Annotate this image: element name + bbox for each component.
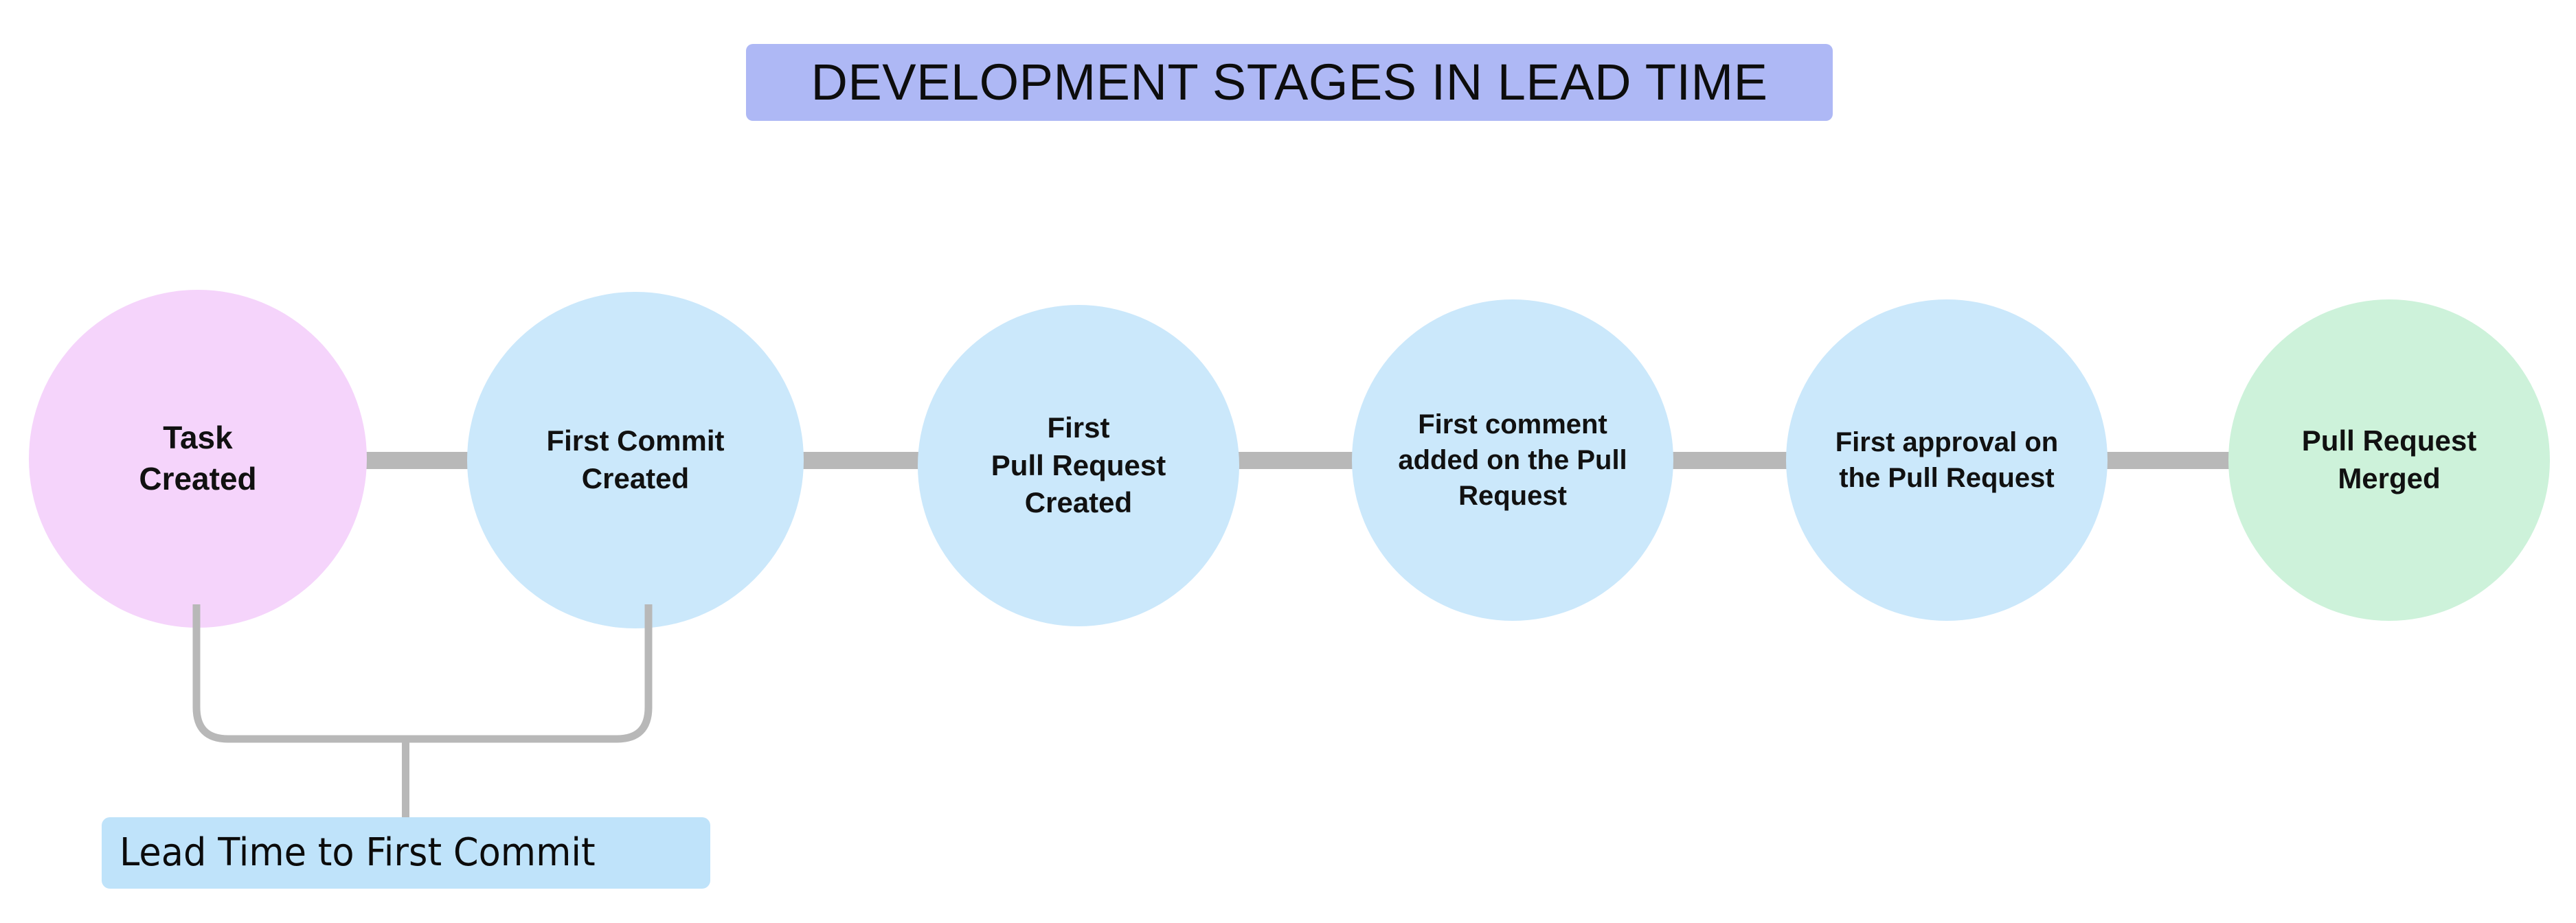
lead-time-label-box: Lead Time to First Commit [102,817,710,889]
stage-connector [1672,452,1787,469]
stage-node-label: First approval on the Pull Request [1835,427,2059,493]
stage-node-label: First Commit Created [546,424,725,494]
diagram-title-banner: DEVELOPMENT STAGES IN LEAD TIME [746,44,1833,121]
lead-time-bracket-stem [402,738,409,821]
stage-node-pull-request-merged[interactable]: Pull Request Merged [2228,299,2550,621]
stage-connector [802,452,919,469]
stage-node-first-pull-request-created[interactable]: First Pull Request Created [918,305,1239,626]
stage-connector [364,452,468,469]
stage-node-label: Task Created [139,420,257,497]
stage-node-label: First comment added on the Pull Request [1398,409,1627,511]
stage-node-task-created[interactable]: Task Created [29,290,367,628]
stage-node-first-comment-added[interactable]: First comment added on the Pull Request [1352,299,1673,621]
stage-node-first-approval[interactable]: First approval on the Pull Request [1786,299,2108,621]
stage-node-first-commit-created[interactable]: First Commit Created [467,292,804,628]
stage-connector [1238,452,1353,469]
stage-connector [2106,452,2230,469]
stage-node-label: Pull Request Merged [2301,424,2477,494]
page-title: DEVELOPMENT STAGES IN LEAD TIME [811,54,1768,111]
stage-node-label: First Pull Request Created [991,411,1166,519]
lead-time-label-text: Lead Time to First Commit [120,830,596,875]
lead-time-bracket [172,604,666,762]
